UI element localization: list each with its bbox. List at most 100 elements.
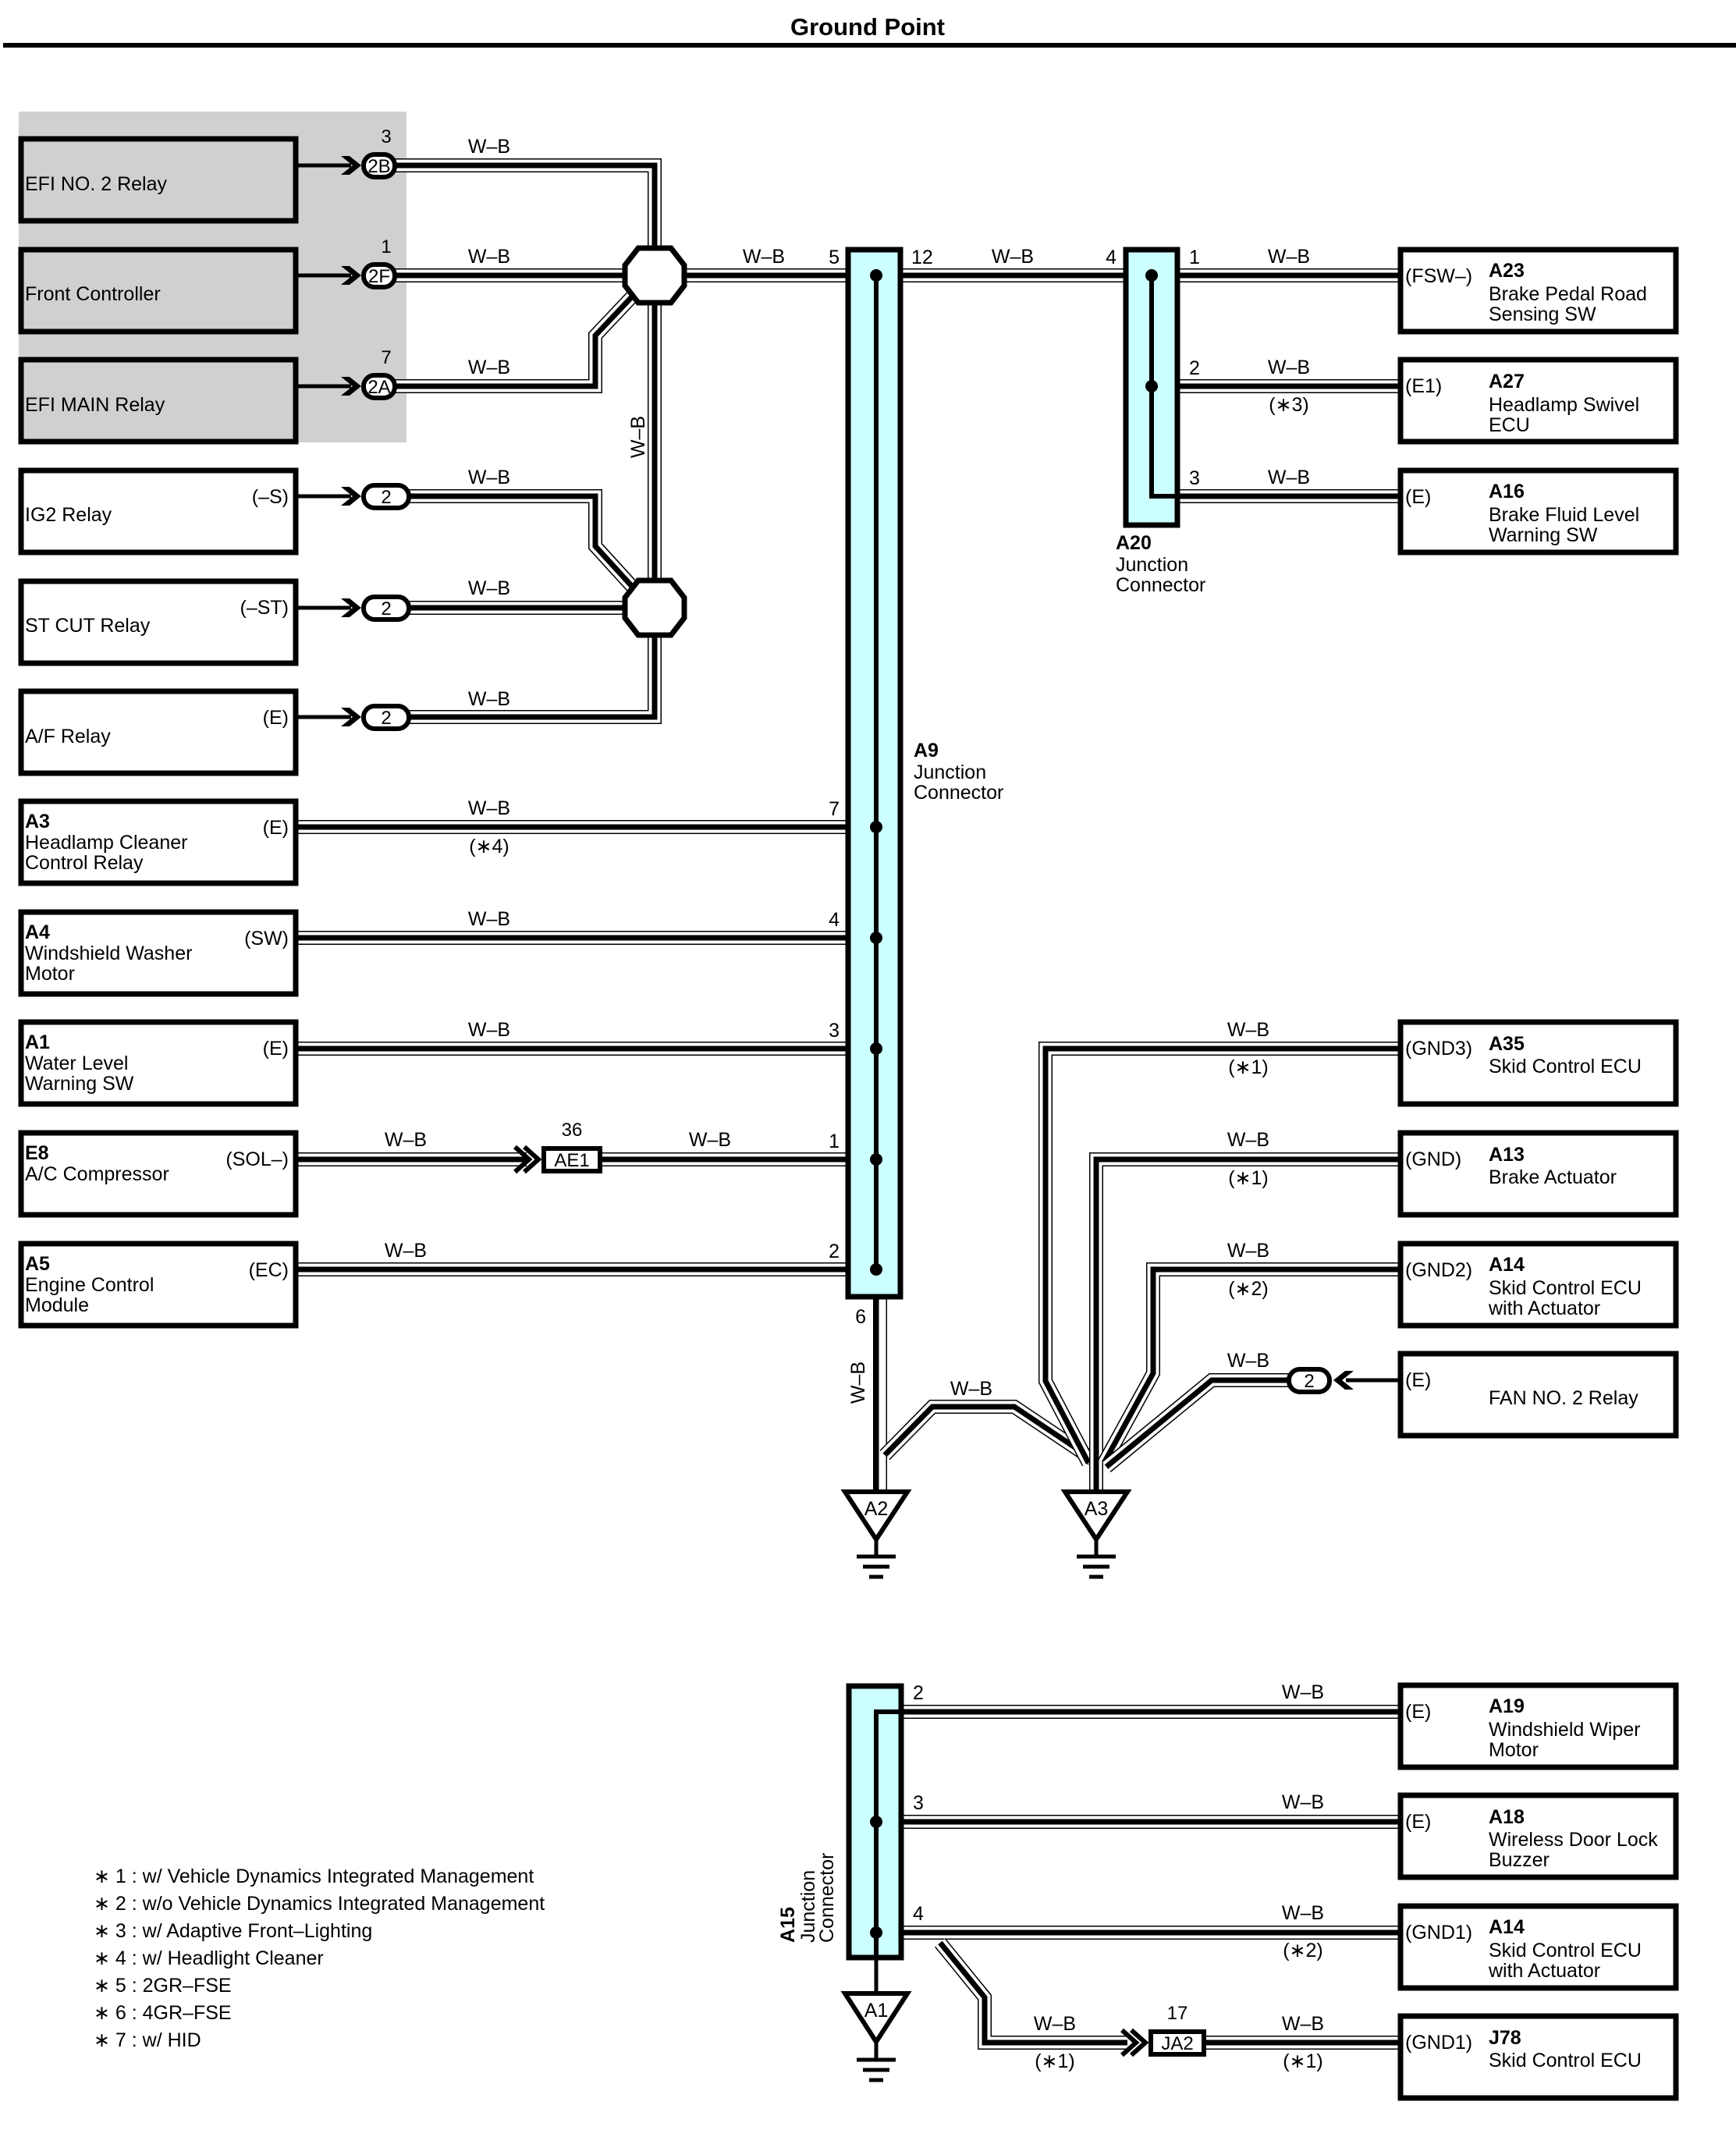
inline-connector-ae1[interactable]: AE1 36 xyxy=(513,1120,602,1174)
component-a14-skid-ecu-actuator-gnd2[interactable]: (GND2) A14 Skid Control ECU with Actuato… xyxy=(1397,1241,1679,1329)
component-j78-skid-control-ecu[interactable]: (GND1) J78 Skid Control ECU xyxy=(1397,2013,1679,2101)
pin-number: 4 xyxy=(829,909,840,931)
connector-2-af[interactable]: 2 xyxy=(296,704,411,731)
wire-label: W–B xyxy=(1268,357,1310,378)
connector-2b[interactable]: 2B 3 xyxy=(296,126,397,179)
junction-connector-a9[interactable] xyxy=(845,247,904,1300)
wire-label: W–B xyxy=(1268,467,1310,488)
component-name-line2: Warning SW xyxy=(1489,524,1598,546)
component-af-relay[interactable]: A/F Relay (E) xyxy=(18,688,299,776)
component-a4-washer-motor[interactable]: A4 Windshield Washer Motor (SW) xyxy=(18,909,299,997)
component-a13-brake-actuator[interactable]: (GND) A13 Brake Actuator xyxy=(1397,1130,1679,1218)
footnote: ∗ 1 : w/ Vehicle Dynamics Integrated Man… xyxy=(94,1866,534,1887)
component-efi-main-relay[interactable]: EFI MAIN Relay xyxy=(18,357,299,445)
pin-number: 3 xyxy=(913,1792,924,1814)
component-code: A16 xyxy=(1489,481,1525,502)
wire-label: W–B xyxy=(1282,1681,1324,1703)
component-fan-no2-relay[interactable]: (E) FAN NO. 2 Relay xyxy=(1397,1351,1679,1439)
wire-fan2-a3 xyxy=(1102,1373,1291,1472)
ground-a3[interactable]: A3 xyxy=(1060,1489,1132,1579)
connector-code: 2B xyxy=(367,156,390,177)
junction-connector-a20[interactable] xyxy=(1123,247,1180,528)
ground-label: A3 xyxy=(1085,1498,1109,1520)
component-name-line1: FAN NO. 2 Relay xyxy=(1489,1387,1638,1409)
pin-number: 7 xyxy=(829,798,840,820)
wire-label: W–B xyxy=(468,136,510,158)
terminal-label: (E) xyxy=(1405,486,1431,508)
component-name-line1: Water Level xyxy=(25,1053,128,1074)
component-ig2-relay[interactable]: IG2 Relay (–S) xyxy=(18,467,299,556)
component-name-line2: Warning SW xyxy=(25,1073,134,1095)
footnote: ∗ 5 : 2GR–FSE xyxy=(94,1975,232,1997)
component-a5-engine-control-module[interactable]: A5 Engine Control Module (EC) xyxy=(18,1241,299,1329)
component-a14-skid-ecu-actuator-gnd1[interactable]: (GND1) A14 Skid Control ECU with Actuato… xyxy=(1397,1903,1679,1991)
terminal-label: (E) xyxy=(1405,1369,1431,1391)
arrow-icon xyxy=(341,156,361,175)
component-name-line2: Motor xyxy=(1489,1739,1539,1761)
component-a3-headlamp-cleaner[interactable]: A3 Headlamp Cleaner Control Relay (E) xyxy=(18,798,299,886)
connector-2-ig2[interactable]: 2 xyxy=(296,483,411,510)
component-name-line1: Windshield Washer xyxy=(25,943,192,964)
component-e8-ac-compressor[interactable]: E8 A/C Compressor (SOL–) xyxy=(18,1130,299,1218)
terminal-label: (SOL–) xyxy=(225,1148,289,1170)
component-name-line2: Control Relay xyxy=(25,852,144,874)
terminal-label: (GND) xyxy=(1405,1148,1461,1170)
ground-label: A1 xyxy=(864,2000,889,2022)
left-wire-labels: W–B W–B W–B W–B W–B W–B W–B W–B W–B (∗4)… xyxy=(385,136,785,1262)
double-arrow-icon xyxy=(513,1145,542,1174)
junction-connector-a15[interactable] xyxy=(846,1683,904,1961)
component-name: A/F Relay xyxy=(25,726,111,747)
pin-number: 36 xyxy=(562,1120,583,1141)
component-st-cut-relay[interactable]: ST CUT Relay (–ST) xyxy=(18,578,299,666)
terminal-label: (E) xyxy=(1405,1701,1431,1723)
connector-2-fan2[interactable]: 2 xyxy=(1287,1367,1401,1394)
terminal-label: (E1) xyxy=(1405,375,1442,397)
component-a16-brake-fluid-sw[interactable]: (E) A16 Brake Fluid Level Warning SW xyxy=(1397,467,1679,556)
component-name: ST CUT Relay xyxy=(25,615,151,637)
left-components: EFI NO. 2 Relay Front Controller EFI MAI… xyxy=(18,136,299,1329)
wire-label-vertical: W–B xyxy=(847,1361,869,1404)
connector-2a[interactable]: 2A 7 xyxy=(296,347,397,400)
connector-code: 2 xyxy=(381,708,391,729)
connector-2-st-cut[interactable]: 2 xyxy=(296,595,411,622)
left-connectors: 2B 3 2F 1 2A 7 2 2 xyxy=(296,126,411,731)
terminal-label: (EC) xyxy=(249,1259,289,1281)
component-code: E8 xyxy=(25,1142,49,1164)
component-a1-water-level[interactable]: A1 Water Level Warning SW (E) xyxy=(18,1019,299,1107)
component-name: Front Controller xyxy=(25,283,161,305)
component-a18-door-lock-buzzer[interactable]: (E) A18 Wireless Door Lock Buzzer xyxy=(1397,1792,1679,1880)
component-front-controller[interactable]: Front Controller xyxy=(18,247,299,335)
wire-label: W–B xyxy=(468,1019,510,1041)
a15-label-line1: Junction xyxy=(797,1870,819,1943)
pin-number: 2 xyxy=(913,1682,924,1704)
wire-label: W–B xyxy=(468,688,510,710)
wire-ig2 xyxy=(394,489,641,596)
wire-note: (∗1) xyxy=(1035,2050,1075,2072)
wire-a15-ja2 xyxy=(935,1938,1127,2050)
component-code: J78 xyxy=(1489,2027,1521,2049)
arrow-icon xyxy=(1333,1371,1354,1390)
double-arrow-icon xyxy=(1120,2028,1149,2057)
ground-a2[interactable]: A2 xyxy=(840,1489,912,1579)
component-a23-brake-pedal-sw[interactable]: (FSW–) A23 Brake Pedal Road Sensing SW xyxy=(1397,247,1679,335)
connector-code: 2A xyxy=(367,377,390,398)
connector-2f[interactable]: 2F 1 xyxy=(296,236,397,289)
pin-number: 4 xyxy=(1106,247,1117,268)
splice-point-upper xyxy=(622,245,687,306)
footnote: ∗ 3 : w/ Adaptive Front–Lighting xyxy=(94,1920,372,1942)
wire-label: W–B xyxy=(468,577,510,599)
wire-label: W–B xyxy=(1282,1902,1324,1924)
a20-label-line2: Connector xyxy=(1116,574,1205,596)
wire-label: W–B xyxy=(385,1240,427,1262)
component-name-line1: Brake Fluid Level xyxy=(1489,504,1639,526)
pin-number: 7 xyxy=(381,347,391,368)
ground-a1[interactable]: A1 xyxy=(840,1991,912,2082)
component-efi-no2-relay[interactable]: EFI NO. 2 Relay xyxy=(18,136,299,224)
a15-label-line2: Connector xyxy=(816,1853,838,1943)
component-a19-wiper-motor[interactable]: (E) A19 Windshield Wiper Motor xyxy=(1397,1682,1679,1770)
component-a27-headlamp-swivel-ecu[interactable]: (E1) A27 Headlamp Swivel ECU xyxy=(1397,357,1679,445)
inline-connector-ja2[interactable]: JA2 17 xyxy=(1120,2003,1206,2057)
connector-code: 2 xyxy=(381,598,391,619)
component-a35-skid-control-ecu[interactable]: (GND3) A35 Skid Control ECU xyxy=(1397,1019,1679,1107)
component-code: A14 xyxy=(1489,1254,1525,1276)
